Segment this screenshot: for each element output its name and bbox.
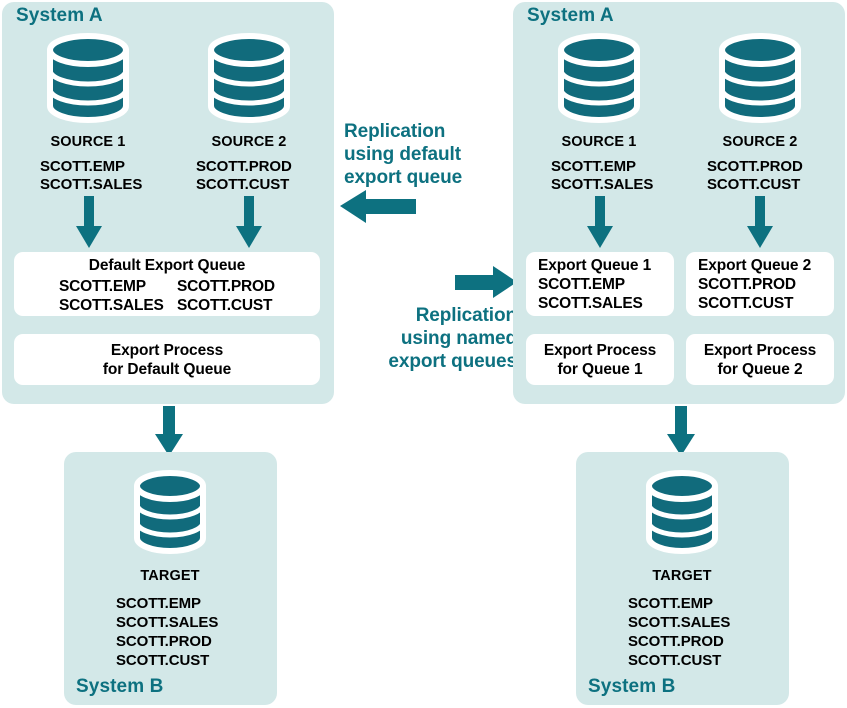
table-name: SCOTT.SALES [551, 176, 654, 193]
table-name: SCOTT.CUST [698, 295, 794, 312]
table-name: SCOTT.PROD [707, 158, 803, 175]
replication-default-line-3: export queue [344, 167, 463, 188]
right-system-b-label: System B [588, 676, 676, 697]
right-process-2-line-2: for Queue 2 [717, 361, 803, 378]
right-export-queue-2-box: Export Queue 2 SCOTT.PROD SCOTT.CUST [686, 252, 834, 316]
table-name: SCOTT.CUST [196, 176, 290, 193]
table-name: SCOTT.SALES [40, 176, 143, 193]
right-process-2-line-1: Export Process [703, 342, 817, 359]
table-name: SCOTT.CUST [628, 652, 722, 669]
left-queue-table-columns: SCOTT.EMP SCOTT.SALES SCOTT.PROD SCOTT.C… [59, 277, 275, 315]
table-name: SCOTT.PROD [177, 278, 275, 295]
right-source-2-arrow-down-icon [747, 196, 773, 248]
left-default-export-queue-box: Default Export Queue SCOTT.EMP SCOTT.SAL… [14, 252, 320, 316]
left-target-database-icon [134, 470, 206, 554]
left-queue-column-2: SCOTT.PROD SCOTT.CUST [177, 277, 275, 315]
right-source-1-database-icon [558, 33, 640, 123]
right-source-1-arrow-down-icon [587, 196, 613, 248]
left-system-a-label: System A [16, 5, 103, 26]
left-source-1-database-icon [47, 33, 129, 123]
left-queue-column-1: SCOTT.EMP SCOTT.SALES [59, 277, 177, 315]
left-source-1-arrow-down-icon [76, 196, 102, 248]
table-name: SCOTT.CUST [707, 176, 801, 193]
table-name: SCOTT.SALES [116, 614, 219, 631]
replication-default-arrow-left-icon [340, 190, 416, 223]
table-name: SCOTT.SALES [628, 614, 731, 631]
table-name: SCOTT.EMP [551, 158, 636, 175]
right-source-2-tables: SCOTT.PROD SCOTT.CUST [707, 158, 803, 194]
table-name: SCOTT.CUST [177, 297, 273, 314]
right-process-1-line-2: for Queue 1 [557, 361, 643, 378]
table-name: SCOTT.PROD [698, 276, 796, 293]
replication-named-arrow-right-icon [455, 266, 517, 298]
left-replication-arrow-down-icon [155, 406, 183, 456]
left-source-2-tables: SCOTT.PROD SCOTT.CUST [196, 158, 292, 194]
replication-default-line-1: Replication [344, 121, 446, 142]
right-queue-2-title: Export Queue 2 [698, 257, 812, 274]
table-name: SCOTT.EMP [538, 276, 625, 293]
table-name: SCOTT.PROD [628, 633, 724, 650]
left-system-b-label: System B [76, 676, 164, 697]
table-name: SCOTT.EMP [59, 278, 146, 295]
left-source-2-arrow-down-icon [236, 196, 262, 248]
right-target-tables: SCOTT.EMP SCOTT.SALES SCOTT.PROD SCOTT.C… [628, 594, 730, 670]
right-source-1-caption: SOURCE 1 [561, 134, 637, 150]
right-export-queue-1-box: Export Queue 1 SCOTT.EMP SCOTT.SALES [526, 252, 674, 316]
replication-default-line-2: using default [344, 144, 461, 165]
replication-default-label: Replication using default export queue [344, 120, 504, 189]
table-name: SCOTT.CUST [116, 652, 210, 669]
right-export-process-1-box: Export Process for Queue 1 [526, 334, 674, 385]
table-name: SCOTT.SALES [538, 295, 643, 312]
table-name: SCOTT.PROD [116, 633, 212, 650]
right-target-caption: TARGET [652, 568, 712, 584]
table-name: SCOTT.EMP [628, 595, 713, 612]
left-export-process-box: Export Process for Default Queue [14, 334, 320, 385]
replication-named-line-3: export queues [388, 351, 517, 372]
table-name: SCOTT.PROD [196, 158, 292, 175]
left-source-1-tables: SCOTT.EMP SCOTT.SALES [40, 158, 142, 194]
right-process-1-line-1: Export Process [543, 342, 657, 359]
table-name: SCOTT.SALES [59, 297, 164, 314]
table-name: SCOTT.EMP [40, 158, 125, 175]
left-source-1-caption: SOURCE 1 [50, 134, 126, 150]
replication-named-line-2: using named [400, 328, 517, 349]
right-target-database-icon [646, 470, 718, 554]
right-replication-arrow-down-icon [667, 406, 695, 456]
left-queue-title: Default Export Queue [88, 257, 246, 274]
left-target-tables: SCOTT.EMP SCOTT.SALES SCOTT.PROD SCOTT.C… [116, 594, 218, 670]
replication-named-line-1: Replication [415, 305, 517, 326]
right-source-1-tables: SCOTT.EMP SCOTT.SALES [551, 158, 653, 194]
replication-named-label: Replication using named export queues [340, 304, 517, 373]
table-name: SCOTT.EMP [116, 595, 201, 612]
right-queue-1-title: Export Queue 1 [538, 257, 652, 274]
left-source-2-caption: SOURCE 2 [211, 134, 287, 150]
right-export-process-2-box: Export Process for Queue 2 [686, 334, 834, 385]
left-source-2-database-icon [208, 33, 290, 123]
right-source-2-database-icon [719, 33, 801, 123]
left-process-line-2: for Default Queue [102, 361, 232, 378]
right-system-a-label: System A [527, 5, 614, 26]
left-target-caption: TARGET [140, 568, 200, 584]
right-source-2-caption: SOURCE 2 [722, 134, 798, 150]
left-process-line-1: Export Process [110, 342, 224, 359]
